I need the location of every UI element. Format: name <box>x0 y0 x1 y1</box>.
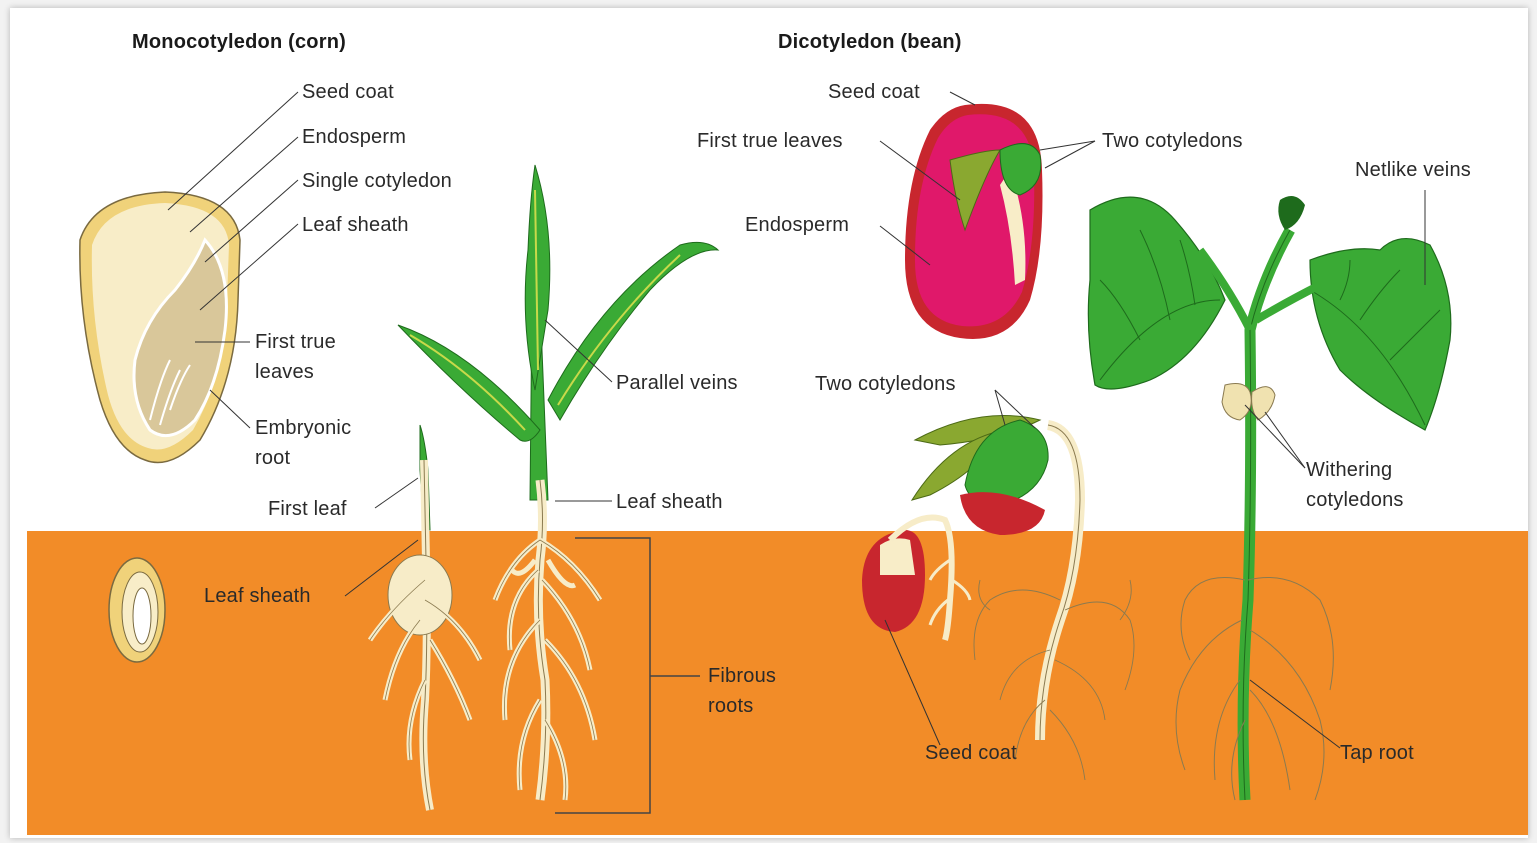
label-two-cotyledons-seedling: Two cotyledons <box>815 369 956 399</box>
label-leaf-sheath-soil: Leaf sheath <box>204 581 311 611</box>
label-first-leaf: First leaf <box>268 494 347 524</box>
mature-corn-seedling <box>398 165 718 800</box>
label-endosperm-bean: Endosperm <box>745 210 849 240</box>
bean-seedling <box>912 416 1134 781</box>
leader-first-leaf <box>375 478 418 508</box>
label-first-true-leaves-corn-line1: First true <box>255 327 336 357</box>
corn-kernel <box>80 192 240 463</box>
label-embryonic-root-line2: root <box>255 443 290 473</box>
label-single-cotyledon: Single cotyledon <box>302 166 452 196</box>
fibrous-roots-bracket <box>555 538 650 813</box>
label-seed-coat-bean: Seed coat <box>828 77 920 107</box>
label-leaf-sheath-plant: Leaf sheath <box>616 487 723 517</box>
dicot-title: Dicotyledon (bean) <box>778 27 962 57</box>
label-fibrous-roots-line2: roots <box>708 691 753 721</box>
label-endosperm-corn: Endosperm <box>302 122 406 152</box>
label-parallel-veins: Parallel veins <box>616 368 738 398</box>
label-two-cotyledons-seed: Two cotyledons <box>1102 126 1243 156</box>
label-leaf-sheath-seed: Leaf sheath <box>302 210 409 240</box>
label-withering-cotyledons-line2: cotyledons <box>1306 485 1404 515</box>
young-corn-seedling <box>370 425 480 810</box>
label-tap-root: Tap root <box>1340 738 1414 768</box>
label-netlike-veins: Netlike veins <box>1355 155 1471 185</box>
label-fibrous-roots-line1: Fibrous <box>708 661 776 691</box>
sprouting-bean <box>862 518 970 641</box>
monocot-title: Monocotyledon (corn) <box>132 27 346 57</box>
label-first-true-leaves-bean: First true leaves <box>697 126 843 156</box>
label-withering-cotyledons-line1: Withering <box>1306 455 1392 485</box>
label-seed-coat-corn: Seed coat <box>302 77 394 107</box>
label-first-true-leaves-corn-line2: leaves <box>255 357 314 387</box>
soil-kernel <box>109 558 165 662</box>
label-embryonic-root-line1: Embryonic <box>255 413 351 443</box>
bean-seed <box>905 104 1043 339</box>
label-seed-coat-soil: Seed coat <box>925 738 1017 768</box>
